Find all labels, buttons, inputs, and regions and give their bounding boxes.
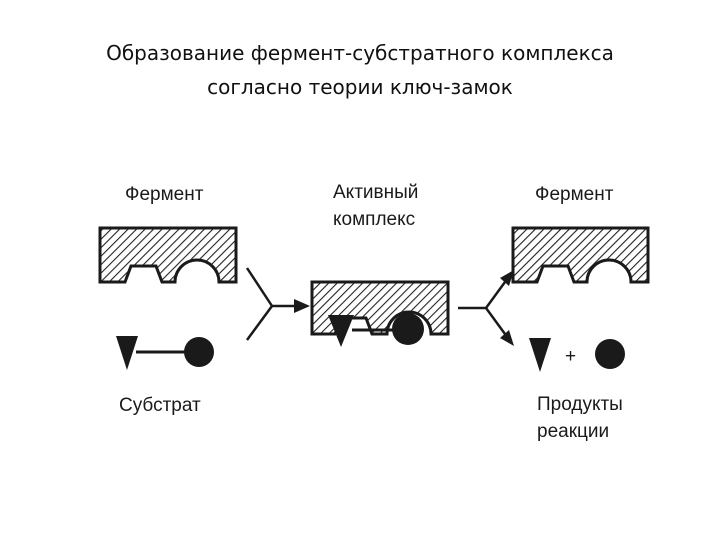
arrow-converge [245, 267, 310, 341]
complex-substrate-triangle [328, 315, 354, 347]
products-label-line-2: реакции [537, 421, 609, 442]
arrow-diverge [458, 270, 514, 346]
product-circle [595, 339, 625, 369]
active-complex-label-line-2: комплекс [333, 209, 415, 230]
products: + [529, 338, 625, 372]
substrate-label: Субстрат [119, 395, 201, 416]
enzyme-right-shape [511, 226, 650, 284]
enzyme-left-shape [98, 226, 238, 284]
products-label-line-1: Продукты [537, 394, 623, 415]
plus-sign: + [565, 346, 576, 367]
arrow-head-up [500, 270, 514, 286]
substrate-triangle [116, 336, 138, 370]
active-complex [310, 280, 450, 347]
enzyme-left-label: Фермент [125, 184, 204, 205]
arrow-head-right [294, 299, 310, 313]
substrate-circle [184, 337, 214, 367]
arrow-head-down [500, 330, 514, 346]
enzyme-right [511, 226, 650, 284]
complex-enzyme-shape [310, 280, 450, 336]
slide-title-line-1: Образование фермент-субстратного комплек… [106, 41, 614, 65]
slide-title: Образование фермент-субстратного комплек… [0, 36, 720, 104]
substrate-left [116, 336, 214, 370]
slide-title-line-2: согласно теории ключ-замок [207, 75, 513, 99]
enzyme-right-label: Фермент [535, 184, 614, 205]
active-complex-label-line-1: Активный [333, 182, 418, 203]
complex-substrate-circle [392, 313, 424, 345]
product-triangle [529, 338, 551, 372]
enzyme-left [98, 226, 238, 284]
